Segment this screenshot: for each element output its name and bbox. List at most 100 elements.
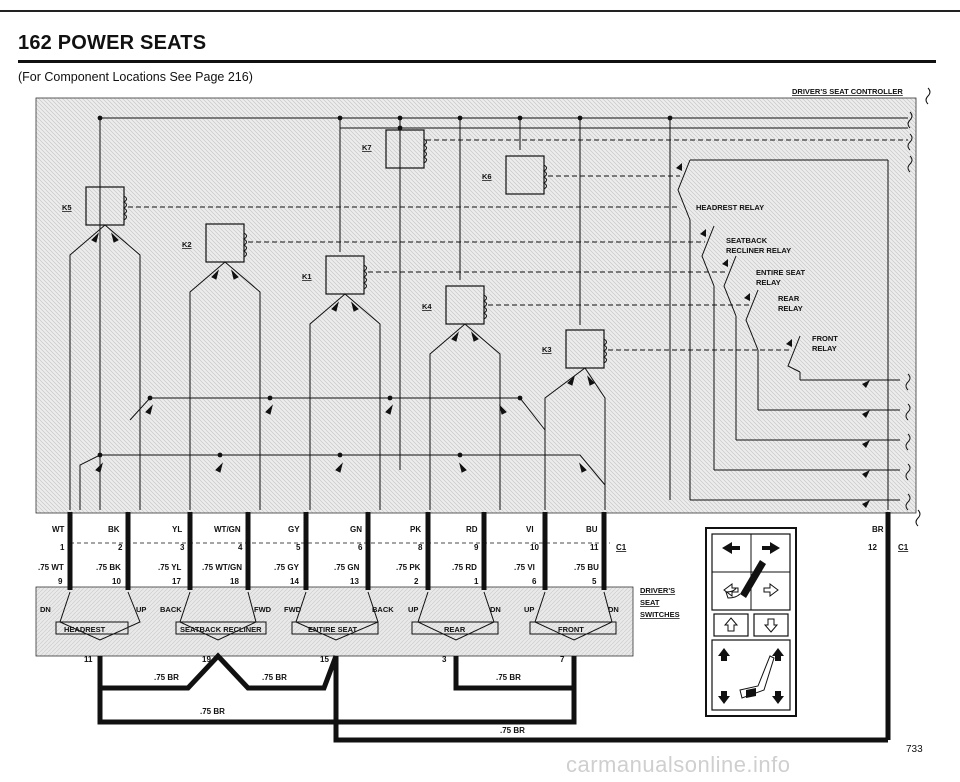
seat-outline-icon [725, 587, 741, 599]
wire-4-color: WT/GN [214, 525, 241, 534]
wire-8-pin-bottom: 1 [474, 577, 479, 586]
ground-gauge-1: .75 BR [154, 673, 179, 682]
br-wire-color: BR [872, 525, 884, 534]
seatback-relay-label-1: SEATBACK [726, 236, 768, 245]
wire-1-color: WT [52, 525, 65, 534]
ground-gauge-5: .75 BR [500, 726, 525, 735]
page-subtitle: (For Component Locations See Page 216) [18, 70, 253, 84]
wire-9-color: VI [526, 525, 534, 534]
wire-8-gauge: .75 RD [452, 563, 477, 572]
relay-k3-label: K3 [542, 345, 552, 354]
wire-1-gauge: .75 WT [38, 563, 64, 572]
seatback-relay-label-2: RECLINER RELAY [726, 246, 791, 255]
top-rule [0, 10, 960, 12]
arrow-right-outline-icon [763, 583, 779, 597]
headrest-relay-label: HEADREST RELAY [696, 203, 764, 212]
page-number: 733 [906, 744, 923, 755]
relay-k6-coil [505, 155, 545, 195]
switch-seatback-left: BACK [160, 605, 182, 614]
wire-3-pin-top: 3 [180, 543, 185, 552]
wire-2-pin-bottom: 10 [112, 577, 121, 586]
entire-seat-relay-label-2: RELAY [756, 278, 781, 287]
entire-seat-relay-label-1: ENTIRE SEAT [756, 268, 805, 277]
wire-3-pin-bottom: 17 [172, 577, 181, 586]
wire-6-pin-top: 6 [358, 543, 363, 552]
wire-9-gauge: .75 VI [514, 563, 535, 572]
ground-pin-15: 15 [320, 655, 329, 664]
page-title: 162 POWER SEATS [18, 32, 207, 54]
wire-5-color: GY [288, 525, 300, 534]
switch-rear-right: DN [490, 605, 501, 614]
br-wire-pin: 12 [868, 543, 877, 552]
wire-1-pin-bottom: 9 [58, 577, 63, 586]
relay-k2-label: K2 [182, 240, 192, 249]
seat-cushion-icon [739, 655, 775, 699]
wire-4-pin-bottom: 18 [230, 577, 239, 586]
ground-gauge-3: .75 BR [496, 673, 521, 682]
ground-bus [97, 652, 888, 743]
ground-gauge-2: .75 BR [262, 673, 287, 682]
wire-1-pin-top: 1 [60, 543, 65, 552]
wire-4-pin-top: 4 [238, 543, 243, 552]
switch-entire-left: FWD [284, 605, 302, 614]
front-up-icon [718, 648, 730, 661]
wire-7-pin-top: 8 [418, 543, 423, 552]
wire-6-gauge: .75 GN [334, 563, 360, 572]
front-relay-label-1: FRONT [812, 334, 838, 343]
connector-c1-label: C1 [616, 543, 627, 552]
headrest-up-button [713, 613, 749, 637]
switch-rear-label: REAR [444, 625, 466, 634]
wire-10-pin-top: 11 [590, 543, 599, 552]
ground-pin-11: 11 [84, 655, 93, 664]
relay-k1-label: K1 [302, 272, 312, 281]
wire-2-gauge: .75 BK [96, 563, 121, 572]
wire-7-pin-bottom: 2 [414, 577, 419, 586]
harness-wires [67, 512, 891, 740]
watermark-text: carmanualsonline.info [566, 752, 791, 777]
ground-pin-3: 3 [442, 655, 447, 664]
wire-10-color: BU [586, 525, 598, 534]
headrest-down-button [753, 613, 789, 637]
relay-k6-label: K6 [482, 172, 492, 181]
wire-5-pin-top: 5 [296, 543, 301, 552]
arrow-left-outline-icon [723, 583, 739, 597]
wire-5-gauge: .75 GY [274, 563, 300, 572]
relay-k7-coil [385, 129, 425, 169]
wire-8-color: RD [466, 525, 478, 534]
rear-relay-label-1: REAR [778, 294, 800, 303]
switch-entire-label: ENTIRE SEAT [308, 625, 357, 634]
wire-10-gauge: .75 BU [574, 563, 599, 572]
top-bus [99, 117, 908, 510]
seatback-icon [740, 560, 766, 598]
rear-relay-label-2: RELAY [778, 304, 803, 313]
title-rule [18, 60, 936, 63]
switch-front-label: FRONT [558, 625, 584, 634]
switch-front-right: DN [608, 605, 619, 614]
rear-down-icon [772, 691, 784, 704]
front-relay-label-2: RELAY [812, 344, 837, 353]
wire-6-color: GN [350, 525, 362, 534]
wire-4-gauge: .75 WT/GN [202, 563, 242, 572]
controller-label: DRIVER'S SEAT CONTROLLER [792, 87, 903, 96]
relay-k5-label: K5 [62, 203, 72, 212]
arrow-down-outline-icon [763, 618, 779, 633]
wire-9-pin-top: 10 [530, 543, 539, 552]
wire-2-pin-top: 2 [118, 543, 123, 552]
wire-5-pin-bottom: 14 [290, 577, 299, 586]
wire-3-gauge: .75 YL [158, 563, 182, 572]
switch-headrest-right: UP [136, 605, 146, 614]
relay-k7-label: K7 [362, 143, 372, 152]
wire-7-gauge: .75 PK [396, 563, 421, 572]
relay-k4-label: K4 [422, 302, 432, 311]
switch-seatback-label: SEATBACK RECLINER [180, 625, 262, 634]
switch-headrest-left: DN [40, 605, 51, 614]
wire-3-color: YL [172, 525, 182, 534]
switch-seatback-right: FWD [254, 605, 272, 614]
switch-panel-illustration [705, 527, 797, 717]
wire-6-pin-bottom: 13 [350, 577, 359, 586]
front-down-icon [718, 691, 730, 704]
switch-front-left: UP [524, 605, 534, 614]
wire-9-pin-bottom: 6 [532, 577, 537, 586]
rear-up-icon [772, 648, 784, 661]
